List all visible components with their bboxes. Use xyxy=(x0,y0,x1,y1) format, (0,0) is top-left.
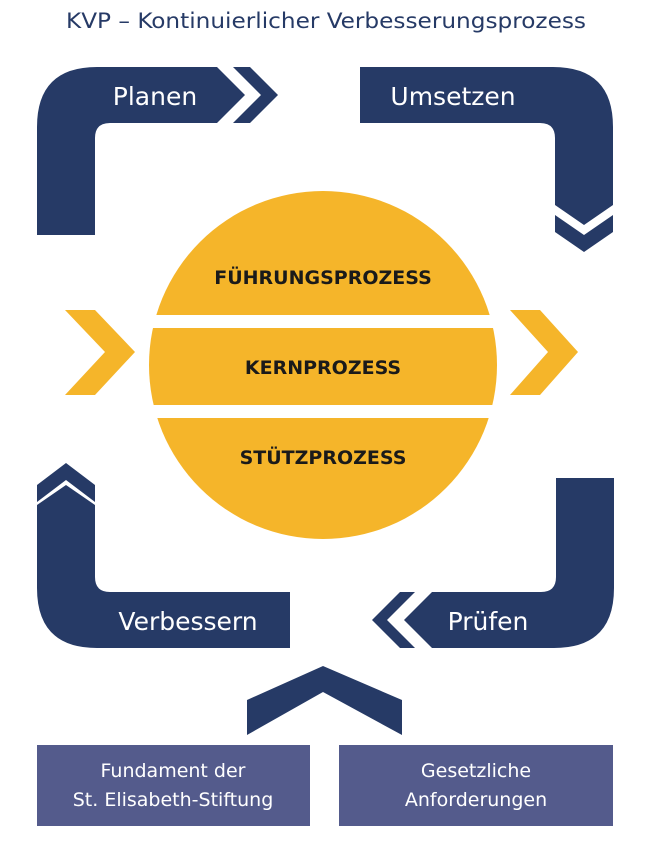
foundation-line2: Anforderungen xyxy=(405,789,547,811)
foundation-line1: Fundament der xyxy=(101,760,246,782)
process-support: STÜTZPROZESS xyxy=(240,445,407,469)
act-arrow: Verbessern xyxy=(37,463,290,648)
check-label: Prüfen xyxy=(448,607,529,636)
foundation-line2: St. Elisabeth-Stiftung xyxy=(73,789,274,811)
diagram-title: KVP – Kontinuierlicher Verbesserungsproz… xyxy=(66,9,586,33)
chevron-right-icon xyxy=(65,310,135,395)
do-arrow: Umsetzen xyxy=(360,67,613,252)
process-circle: FÜHRUNGSPROZESS KERNPROZESS STÜTZPROZESS xyxy=(140,191,510,539)
chevron-left-icon xyxy=(372,592,415,648)
process-core: KERNPROZESS xyxy=(245,357,401,379)
do-label: Umsetzen xyxy=(390,82,515,111)
plan-label: Planen xyxy=(113,82,197,111)
check-arrow: Prüfen xyxy=(372,478,614,648)
plan-arrow: Planen xyxy=(37,67,278,235)
foundation-line1: Gesetzliche xyxy=(421,760,531,782)
chevron-right-icon xyxy=(510,310,578,395)
foundation-box-legal: Gesetzliche Anforderungen xyxy=(339,745,613,826)
chevron-right-icon xyxy=(233,67,278,123)
chevron-down-icon xyxy=(555,215,613,252)
act-label: Verbessern xyxy=(118,607,257,636)
foundation-box-stiftung: Fundament der St. Elisabeth-Stiftung xyxy=(37,745,310,826)
chevron-up-icon xyxy=(37,463,95,502)
process-management: FÜHRUNGSPROZESS xyxy=(214,265,432,289)
chevron-up-icon xyxy=(247,666,402,735)
